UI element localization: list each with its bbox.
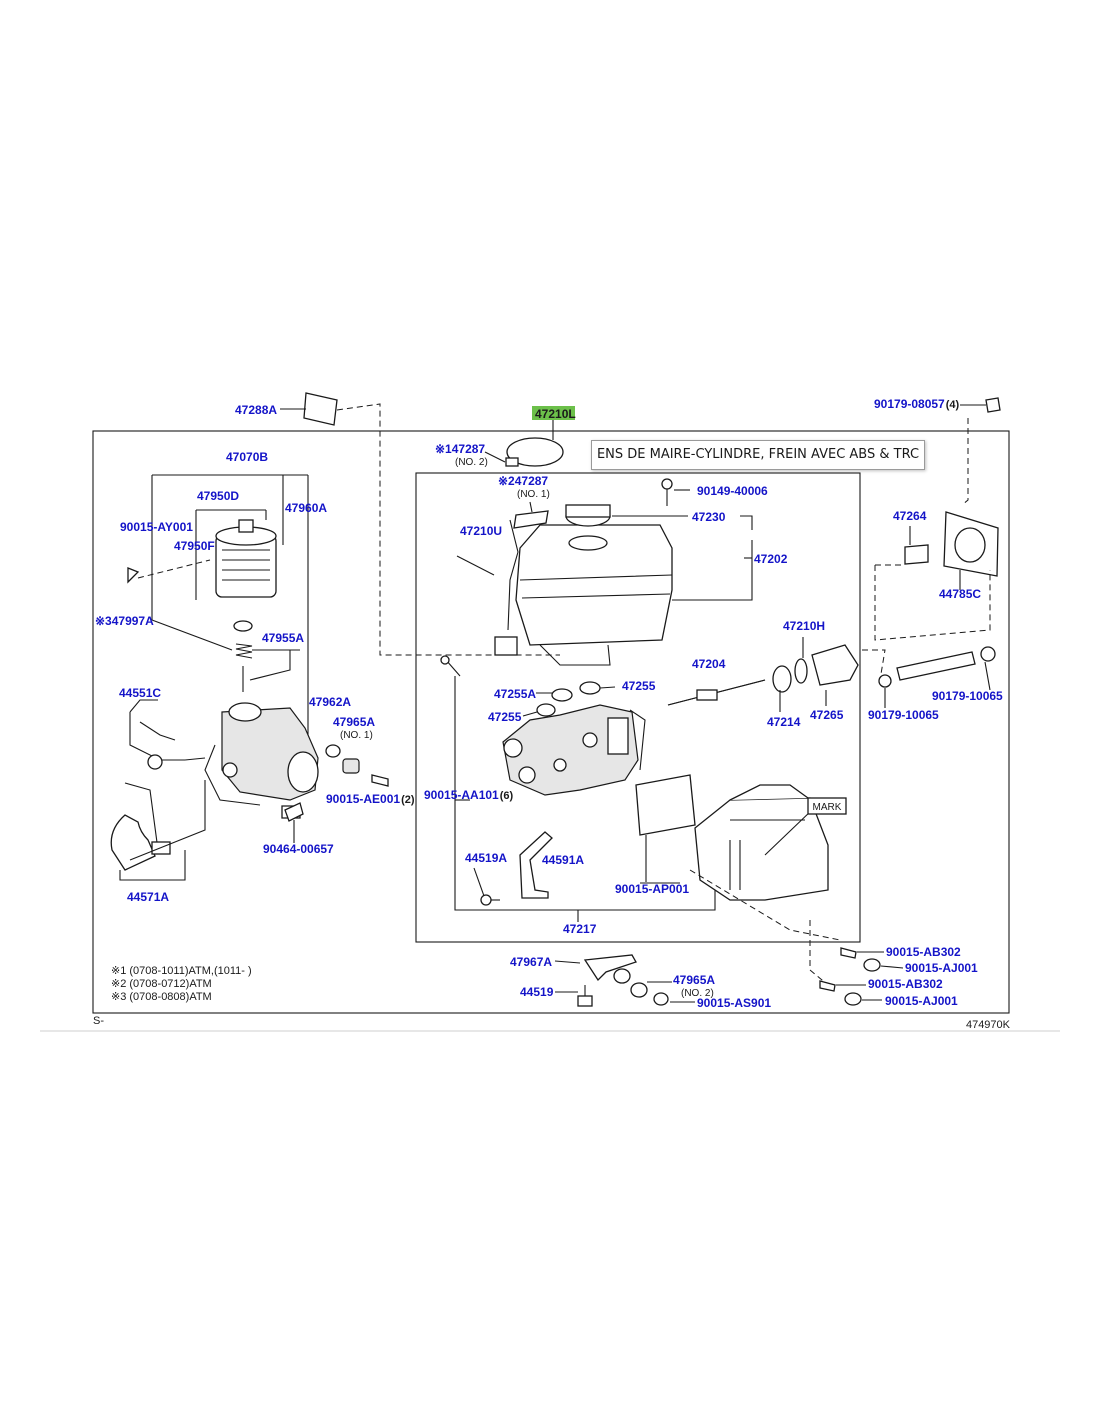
callout-90015-AA101[interactable]: 90015-AA101(6) (424, 788, 513, 802)
callout-47214[interactable]: 47214 (767, 715, 801, 729)
callout-47210H[interactable]: 47210H (783, 619, 825, 633)
callout-44519[interactable]: 44519 (520, 985, 554, 999)
callout-47264[interactable]: 47264 (893, 509, 927, 523)
callout-90015-AJ001-bottom[interactable]: 90015-AJ001 (885, 994, 958, 1008)
callout-90179-10065-left[interactable]: 90179-10065 (868, 708, 939, 722)
callout-47965A-no1[interactable]: 47965A (333, 715, 375, 729)
diagram-reference-code: 474970K (966, 1019, 1011, 1031)
note-2: ※2 (0708-0712)ATM (111, 978, 212, 990)
callout-47070B[interactable]: 47070B (226, 450, 268, 464)
callout-90015-AJ001-top[interactable]: 90015-AJ001 (905, 961, 978, 975)
master-cylinder-valve-icon (502, 704, 639, 796)
callout-90149-40006[interactable]: 90149-40006 (697, 484, 768, 498)
top-leaders (280, 392, 1001, 656)
pump-assembly-group (110, 474, 389, 881)
callout-47950F[interactable]: 47950F (174, 539, 215, 553)
callout-90015-AS901[interactable]: 90015-AS901 (697, 996, 771, 1010)
reservoir-group (456, 478, 753, 666)
callout-44551C[interactable]: 44551C (119, 686, 161, 700)
part-tooltip: ENS DE MAIRE-CYLINDRE, FREIN AVEC ABS & … (591, 440, 925, 470)
callout-47287-no2-sub: (NO. 2) (455, 457, 488, 468)
callout-90015-AE001[interactable]: 90015-AE001(2) (326, 792, 415, 806)
callout-44591A[interactable]: 44591A (542, 853, 584, 867)
clip-icon (904, 544, 929, 565)
inner-frame (415, 472, 861, 943)
callout-47287-no1[interactable]: ※247287 (498, 474, 548, 488)
callout-47230[interactable]: 47230 (692, 510, 726, 524)
callout-90179-10065-right[interactable]: 90179-10065 (932, 689, 1003, 703)
actuator-module-group: MARK (689, 784, 847, 986)
callout-47202[interactable]: 47202 (754, 552, 788, 566)
washer-icon (325, 744, 341, 758)
seal-icon (772, 665, 792, 693)
callout-90179-08057[interactable]: 90179-08057(4) (874, 397, 960, 411)
callout-47965A-no2-sub: (NO. 2) (681, 988, 714, 999)
bottom-bracket-icon (583, 954, 637, 982)
mark-label: MARK (813, 802, 842, 813)
callout-47288A[interactable]: 47288A (235, 403, 277, 417)
callout-47265[interactable]: 47265 (810, 708, 844, 722)
callout-47960A[interactable]: 47960A (285, 501, 327, 515)
footnotes: ※1 (0708-1011)ATM,(1011- ) ※2 (0708-0712… (93, 965, 1011, 1031)
cap-icon (342, 758, 360, 774)
o-ring-icon (233, 620, 253, 632)
boot-icon (811, 644, 859, 686)
callout-90464-00657[interactable]: 90464-00657 (263, 842, 334, 856)
footer-left-code: S- (93, 1015, 104, 1027)
selected-part-highlight (532, 406, 575, 420)
callout-90015-AB302-top[interactable]: 90015-AB302 (886, 945, 961, 959)
outer-frame (92, 430, 1010, 1014)
callout-47210L[interactable]: 47210L (535, 407, 576, 421)
callout-47255-left[interactable]: 47255 (488, 710, 522, 724)
actuator-module-icon (694, 797, 829, 901)
label-plate-icon (303, 392, 338, 426)
rod-icon (456, 555, 495, 576)
pushrod-group (667, 511, 999, 712)
callout-90015-AY001[interactable]: 90015-AY001 (120, 520, 193, 534)
callout-47217[interactable]: 47217 (563, 922, 597, 936)
callout-90015-AB302-bottom[interactable]: 90015-AB302 (868, 977, 943, 991)
callout-47965A-no1-sub: (NO. 1) (340, 730, 373, 741)
plug-cap-icon (551, 688, 573, 702)
callout-47997A[interactable]: ※347997A (95, 614, 154, 628)
callout-labels: 47288A 47210L 90179-08057(4) ※147287 (NO… (95, 397, 1003, 1010)
mark-label-box (807, 797, 847, 815)
valve-body-group (440, 655, 716, 922)
callout-47255-right[interactable]: 47255 (622, 679, 656, 693)
callout-47965A-no2[interactable]: 47965A (673, 973, 715, 987)
hose-icon (110, 814, 156, 871)
note-3: ※3 (0708-0808)ATM (111, 991, 212, 1003)
callout-44571A[interactable]: 44571A (127, 890, 169, 904)
hex-bolt-icon (985, 397, 1001, 413)
callout-90015-AP001[interactable]: 90015-AP001 (615, 882, 689, 896)
callout-44519A[interactable]: 44519A (465, 851, 507, 865)
spring-icon (235, 643, 253, 659)
callout-47204[interactable]: 47204 (692, 657, 726, 671)
callout-47967A[interactable]: 47967A (510, 955, 552, 969)
callout-47287-no1-sub: (NO. 1) (517, 489, 550, 500)
callout-44785C[interactable]: 44785C (939, 587, 981, 601)
callout-47962A[interactable]: 47962A (309, 695, 351, 709)
nut-icon (630, 982, 648, 998)
snap-ring-icon (794, 658, 808, 684)
callout-47955A[interactable]: 47955A (262, 631, 304, 645)
connector-icon (494, 636, 518, 656)
callout-47287-no2[interactable]: ※147287 (435, 442, 485, 456)
bolt-icon (371, 774, 389, 787)
gasket-plate-icon (635, 774, 696, 836)
screw-icon (840, 947, 857, 959)
adjuster-rod-icon (896, 651, 976, 681)
note-1: ※1 (0708-1011)ATM,(1011- ) (111, 965, 252, 977)
mounting-bracket-icon (519, 831, 553, 899)
gasket-ring-icon (506, 437, 564, 467)
callout-47210U[interactable]: 47210U (460, 524, 502, 538)
callout-47255A[interactable]: 47255A (494, 687, 536, 701)
callout-47950D[interactable]: 47950D (197, 489, 239, 503)
bottom-fittings-group (554, 947, 904, 1007)
